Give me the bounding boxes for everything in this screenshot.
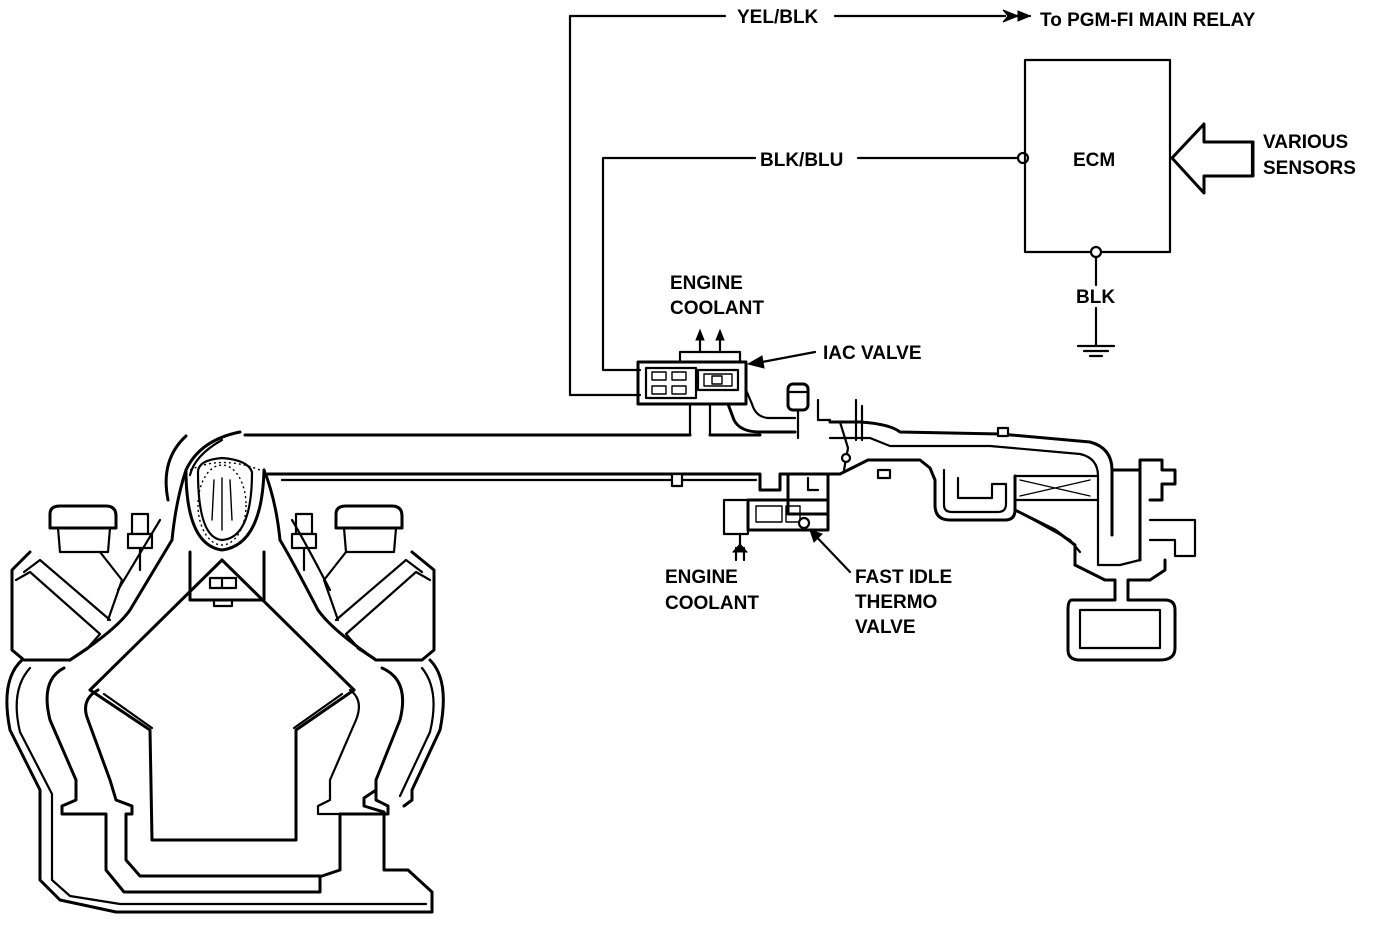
- label-ecm: ECM: [1073, 150, 1115, 171]
- label-yel-blk: YEL/BLK: [737, 7, 819, 28]
- label-blk: BLK: [1076, 287, 1115, 308]
- wiring: [568, 9, 1255, 397]
- relay-arrow-head: [1017, 10, 1032, 22]
- ecm-terminal-bottom: [1089, 245, 1103, 259]
- label-engine-coolant-top-1: ENGINE: [670, 273, 743, 294]
- sensors-arrow-icon: [1170, 122, 1255, 195]
- ground-icon: [1076, 344, 1116, 358]
- wire-blk-blu: [601, 156, 1020, 372]
- air-regulator: [786, 382, 832, 440]
- ecm-terminal-left: [1016, 151, 1030, 165]
- fast-idle-thermo-valve: [722, 472, 852, 574]
- label-fast-idle-1: FAST IDLE: [855, 567, 952, 588]
- wire-yel-blk: [568, 14, 1007, 397]
- labels: YEL/BLK To PGM-FI MAIN RELAY BLK/BLU ECM…: [665, 7, 1356, 638]
- label-blk-blu: BLK/BLU: [760, 150, 843, 171]
- label-iac-valve: IAC VALVE: [823, 343, 922, 364]
- intake-pipe: [184, 398, 1197, 662]
- label-fast-idle-3: VALVE: [855, 617, 916, 638]
- label-various: VARIOUS: [1263, 132, 1348, 153]
- label-main-relay: To PGM-FI MAIN RELAY: [1040, 10, 1256, 31]
- label-engine-coolant-top-2: COOLANT: [670, 298, 764, 319]
- engine-block: [5, 434, 445, 914]
- label-fast-idle-2: THERMO: [855, 592, 937, 613]
- label-sensors: SENSORS: [1263, 158, 1356, 179]
- iac-valve: [636, 328, 817, 437]
- label-engine-coolant-bottom-2: COOLANT: [665, 593, 759, 614]
- label-engine-coolant-bottom-1: ENGINE: [665, 567, 738, 588]
